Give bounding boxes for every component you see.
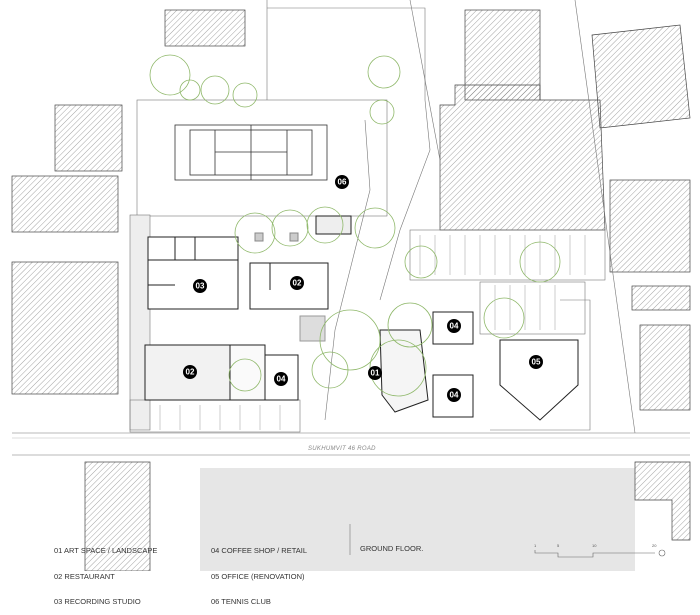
neighbour-buildings bbox=[11, 9, 691, 571]
plaza-area bbox=[200, 468, 635, 571]
scale-tick: 20 bbox=[652, 543, 657, 548]
site-plan: 06 03 02 02 04 01 04 04 05 bbox=[11, 0, 691, 571]
legend-item: 01 ART SPACE / LANDSCAPE bbox=[54, 546, 158, 555]
legend-item: 03 RECORDING STUDIO bbox=[54, 597, 141, 606]
svg-text:05: 05 bbox=[532, 358, 541, 367]
svg-text:04: 04 bbox=[450, 391, 459, 400]
svg-text:03: 03 bbox=[196, 282, 205, 291]
zone-label-03: 03 bbox=[193, 279, 207, 293]
parking-stalls bbox=[159, 235, 586, 430]
floor-title: GROUND FLOOR. bbox=[360, 544, 424, 553]
zone-label-04: 04 bbox=[447, 319, 461, 333]
zone-labels: 06 03 02 02 04 01 04 04 05 bbox=[183, 175, 543, 402]
zone-label-02: 02 bbox=[183, 365, 197, 379]
scale-tick: 1 bbox=[534, 543, 537, 548]
zone-label-01: 01 bbox=[368, 366, 382, 380]
site-buildings bbox=[144, 215, 579, 421]
north-arrow-icon bbox=[658, 549, 666, 557]
zone-label-04: 04 bbox=[274, 372, 288, 386]
zone-label-05: 05 bbox=[529, 355, 543, 369]
scale-tick: 5 bbox=[557, 543, 560, 548]
svg-text:04: 04 bbox=[277, 375, 286, 384]
scale-tick: 10 bbox=[592, 543, 597, 548]
legend-item: 04 COFFEE SHOP / RETAIL bbox=[211, 546, 307, 555]
svg-text:02: 02 bbox=[293, 279, 302, 288]
zone-label-06: 06 bbox=[335, 175, 349, 189]
legend-column-2: 04 COFFEE SHOP / RETAIL 05 OFFICE (RENOV… bbox=[211, 530, 307, 615]
zone-label-04: 04 bbox=[447, 388, 461, 402]
scale-bar bbox=[534, 549, 666, 558]
legend-item: 02 RESTAURANT bbox=[54, 571, 115, 581]
svg-text:04: 04 bbox=[450, 322, 459, 331]
legend-column-1: 01 ART SPACE / LANDSCAPE 02 RESTAURANT 0… bbox=[54, 530, 157, 615]
legend-item: 06 TENNIS CLUB bbox=[211, 597, 271, 606]
legend-item: 05 OFFICE (RENOVATION) bbox=[211, 571, 305, 581]
tennis-court bbox=[174, 124, 328, 181]
zone-label-02: 02 bbox=[290, 276, 304, 290]
svg-text:06: 06 bbox=[338, 178, 347, 187]
svg-text:02: 02 bbox=[186, 368, 195, 377]
svg-text:01: 01 bbox=[371, 369, 380, 378]
road-name: SUKHUMVIT 46 ROAD bbox=[308, 446, 376, 452]
trees bbox=[149, 54, 561, 397]
